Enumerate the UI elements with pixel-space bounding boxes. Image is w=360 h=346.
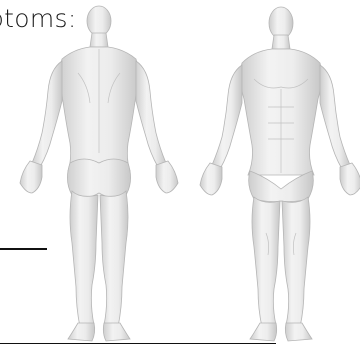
- human-body-back-icon: [14, 3, 184, 343]
- human-body-front-icon: [196, 3, 360, 343]
- divider-line: [0, 343, 276, 344]
